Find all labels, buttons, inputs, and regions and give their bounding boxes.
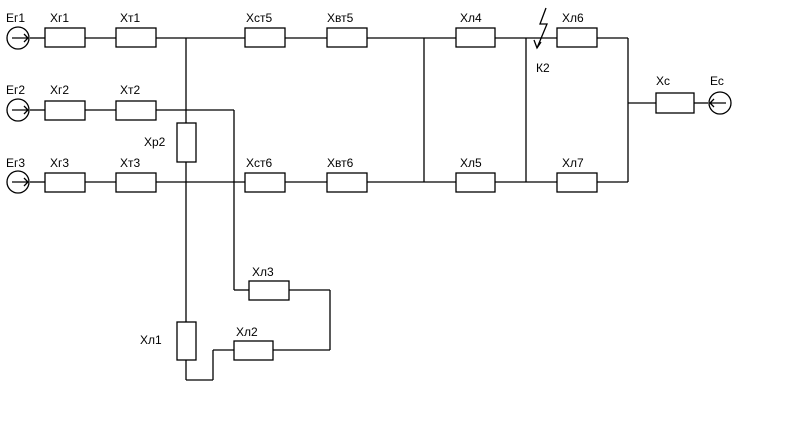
label-xt3: Хт3 bbox=[120, 156, 141, 170]
xl2-block bbox=[233, 340, 274, 361]
generator-sources bbox=[6, 26, 732, 194]
xg1-block bbox=[44, 27, 86, 48]
label-xl1: Хл1 bbox=[140, 333, 162, 347]
label-eg2: Ег2 bbox=[6, 83, 25, 97]
label-k2: К2 bbox=[536, 61, 550, 75]
label-xvt6: Хвт6 bbox=[327, 156, 354, 170]
label-xl5: Хл5 bbox=[460, 156, 482, 170]
label-xg2: Хг2 bbox=[50, 83, 69, 97]
xl1-block bbox=[176, 321, 197, 361]
xl3-block bbox=[248, 280, 290, 301]
label-xl7: Хл7 bbox=[562, 156, 584, 170]
xt2-block bbox=[115, 100, 157, 121]
generator-source-icon bbox=[6, 170, 30, 194]
xc-block bbox=[655, 92, 695, 114]
label-eg1: Ег1 bbox=[6, 11, 25, 25]
label-eg3: Ег3 bbox=[6, 156, 25, 170]
label-xc: Хс bbox=[656, 74, 670, 88]
xg3-block bbox=[44, 172, 86, 193]
lightning-bolt-icon bbox=[533, 7, 548, 50]
xt1-block bbox=[115, 27, 157, 48]
labels: Ег1 Хг1 Хт1 Хст5 Хвт5 Хл4 Хл6 Ег2 Хг2 Хт… bbox=[6, 11, 724, 347]
label-xl4: Хл4 bbox=[460, 11, 482, 25]
xg2-block bbox=[44, 100, 86, 121]
xr2-block bbox=[176, 122, 197, 163]
xl4-block bbox=[455, 27, 496, 48]
xvt5-block bbox=[326, 27, 368, 48]
label-ec: Ес bbox=[710, 74, 724, 88]
xst6-block bbox=[244, 172, 286, 193]
impedances bbox=[44, 27, 695, 361]
label-xg1: Хг1 bbox=[50, 11, 69, 25]
label-xr2: Хр2 bbox=[144, 135, 166, 149]
xl7-block bbox=[556, 172, 598, 193]
label-xst6: Хст6 bbox=[246, 156, 273, 170]
label-xvt5: Хвт5 bbox=[327, 11, 354, 25]
label-xst5: Хст5 bbox=[246, 11, 273, 25]
wires bbox=[30, 37, 708, 381]
xl6-block bbox=[556, 27, 598, 48]
generator-source-icon bbox=[6, 26, 30, 50]
xt3-block bbox=[115, 172, 157, 193]
label-xl2: Хл2 bbox=[236, 325, 258, 339]
label-xg3: Хг3 bbox=[50, 156, 69, 170]
xl5-block bbox=[455, 172, 496, 193]
generator-source-icon bbox=[708, 91, 732, 115]
label-xl3: Хл3 bbox=[252, 265, 274, 279]
label-xt1: Хт1 bbox=[120, 11, 141, 25]
label-xl6: Хл6 bbox=[562, 11, 584, 25]
xst5-block bbox=[244, 27, 286, 48]
label-xt2: Хт2 bbox=[120, 83, 141, 97]
generator-source-icon bbox=[6, 98, 30, 122]
xvt6-block bbox=[326, 172, 368, 193]
